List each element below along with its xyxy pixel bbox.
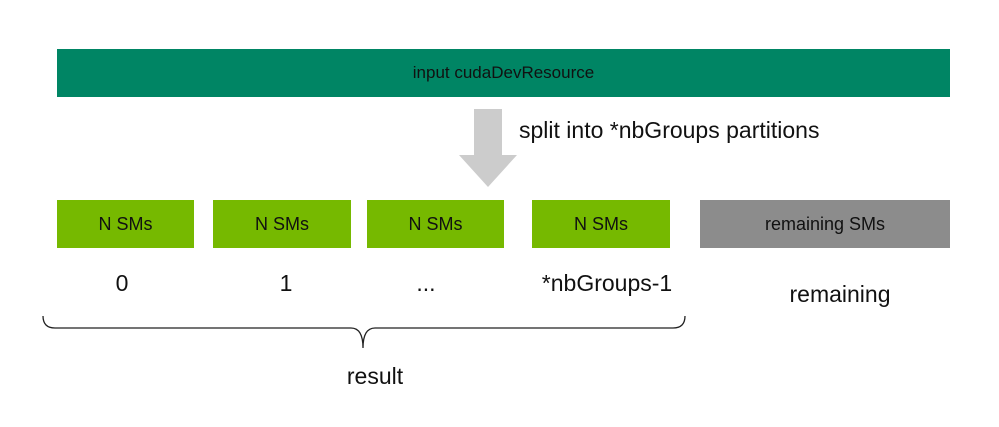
- group-index-1: 1: [279, 270, 293, 296]
- remaining-sms-label: remaining SMs: [764, 213, 886, 234]
- input-resource-label: input cudaDevResource: [412, 63, 595, 82]
- remaining-sms-box: remaining SMs: [700, 200, 950, 248]
- result-brace: [42, 315, 686, 349]
- remaining-caption: remaining: [789, 281, 891, 307]
- result-label: result: [346, 363, 404, 389]
- group-box-label: N SMs: [408, 213, 463, 234]
- group-box-1: N SMs: [213, 200, 351, 248]
- group-box-2: N SMs: [367, 200, 504, 248]
- group-box-label: N SMs: [98, 213, 153, 234]
- down-arrow-icon: [459, 109, 517, 187]
- group-box-0: N SMs: [57, 200, 194, 248]
- group-index-2: ...: [416, 270, 436, 296]
- input-resource-bar: input cudaDevResource: [57, 49, 950, 97]
- group-box-3: N SMs: [532, 200, 670, 248]
- group-box-label: N SMs: [255, 213, 309, 234]
- group-box-label: N SMs: [574, 213, 628, 234]
- group-index-3: *nbGroups-1: [541, 270, 673, 296]
- split-label: split into *nbGroups partitions: [519, 117, 820, 143]
- group-index-0: 0: [115, 270, 129, 296]
